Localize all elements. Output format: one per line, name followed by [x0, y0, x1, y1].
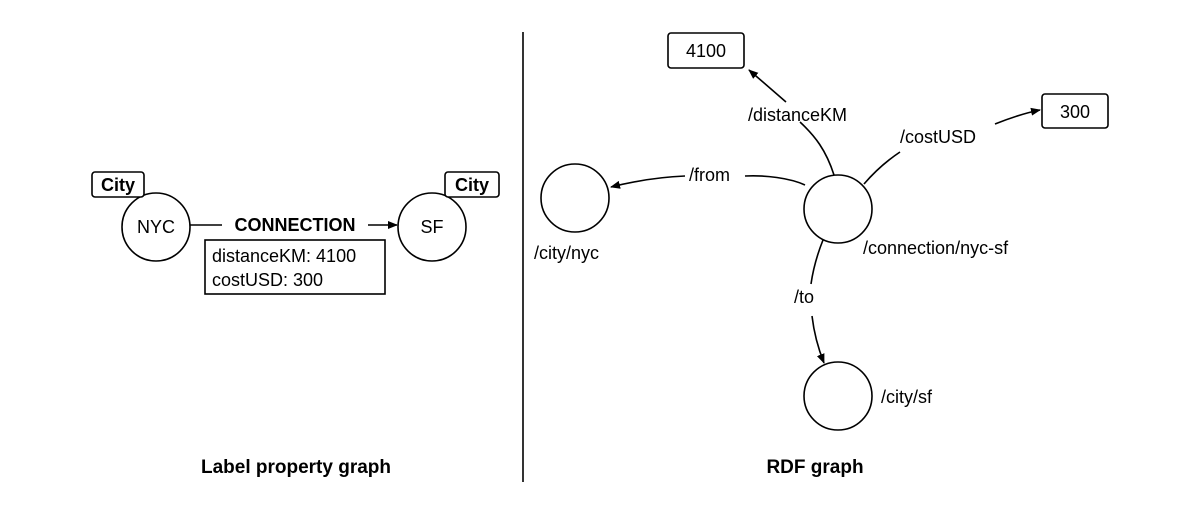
node-sf-name: SF	[420, 217, 443, 237]
edge-distance	[799, 121, 835, 176]
edge-cost-head	[994, 107, 1041, 125]
edge-cost	[863, 151, 901, 185]
edge-to-label: /to	[794, 287, 814, 307]
edge-properties-box	[204, 239, 386, 295]
node-nyc	[121, 192, 191, 262]
edge-property-cost: costUSD: 300	[212, 270, 323, 290]
node-nyc-label-box	[91, 171, 145, 198]
literal-distance-box	[667, 32, 745, 69]
edge-from-head	[610, 175, 686, 189]
node-city-nyc	[540, 163, 610, 233]
edge-to	[810, 239, 824, 285]
node-city-sf-label: /city/sf	[881, 387, 933, 407]
edge-cost-label: /costUSD	[900, 127, 976, 147]
edge-connection-label: CONNECTION	[235, 215, 356, 235]
node-nyc-name: NYC	[137, 217, 175, 237]
label-property-graph: NYC City SF City CONNECTION distanceKM: …	[91, 171, 500, 478]
edge-to-head	[811, 315, 825, 364]
edge-distance-head	[748, 69, 787, 103]
rdf-graph: /connection/nyc-sf /city/nyc /city/sf 41…	[534, 32, 1109, 478]
literal-cost-box	[1041, 93, 1109, 129]
edge-distance-label: /distanceKM	[748, 105, 847, 125]
edge-from	[744, 175, 806, 186]
edge-from-label: /from	[689, 165, 730, 185]
node-sf	[397, 192, 467, 262]
node-city-sf	[803, 361, 873, 431]
literal-distance-value: 4100	[686, 41, 726, 61]
node-sf-label: City	[455, 175, 489, 195]
literal-cost-value: 300	[1060, 102, 1090, 122]
node-city-nyc-label: /city/nyc	[534, 243, 599, 263]
caption-rdf-graph: RDF graph	[766, 457, 863, 478]
node-connection	[803, 174, 873, 244]
edge-property-distance: distanceKM: 4100	[212, 246, 356, 266]
caption-label-property-graph: Label property graph	[201, 457, 391, 478]
node-nyc-label: City	[101, 175, 135, 195]
node-connection-label: /connection/nyc-sf	[863, 238, 1009, 258]
node-sf-label-box	[444, 171, 500, 198]
